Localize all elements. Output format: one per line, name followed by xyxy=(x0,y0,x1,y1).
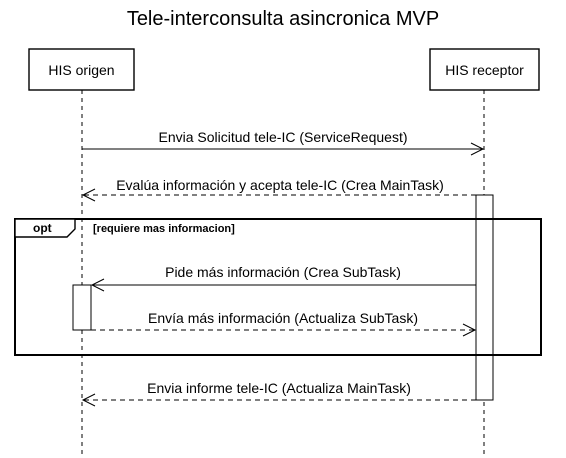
message-envia-mas-informacion: Envía más información (Actualiza SubTask… xyxy=(91,310,477,337)
arrow-head xyxy=(81,188,96,202)
participant-his-origen: HIS origen xyxy=(28,48,135,91)
arrow-head xyxy=(81,393,96,407)
message-evalua-informacion: Evalúa información y acepta tele-IC (Cre… xyxy=(81,177,476,202)
arrow-head xyxy=(470,142,485,156)
message-label: Envia informe tele-IC (Actualiza MainTas… xyxy=(147,380,411,396)
activation-bar-receptor xyxy=(475,194,494,401)
participant-label: HIS receptor xyxy=(445,62,524,78)
participant-his-receptor: HIS receptor xyxy=(429,48,540,91)
arrow-head xyxy=(462,323,477,337)
fragment-operator: opt xyxy=(33,221,52,235)
arrow-head xyxy=(90,278,105,292)
message-envia-solicitud: Envia Solicitud tele-IC (ServiceRequest) xyxy=(82,129,485,156)
participant-label: HIS origen xyxy=(48,62,114,78)
message-label: Envía más información (Actualiza SubTask… xyxy=(148,310,418,326)
message-label: Envia Solicitud tele-IC (ServiceRequest) xyxy=(159,129,408,145)
message-label: Pide más información (Crea SubTask) xyxy=(165,264,401,280)
activation-bar-origen xyxy=(72,284,92,331)
diagram-title: Tele-interconsulta asincronica MVP xyxy=(127,8,439,30)
message-envia-informe: Envia informe tele-IC (Actualiza MainTas… xyxy=(81,380,476,407)
message-pide-mas-informacion: Pide más información (Crea SubTask) xyxy=(90,264,476,292)
message-label: Evalúa información y acepta tele-IC (Cre… xyxy=(116,177,444,193)
fragment-tab xyxy=(14,218,76,238)
opt-fragment: opt [requiere mas informacion] xyxy=(14,218,542,356)
fragment-guard: [requiere mas informacion] xyxy=(93,223,235,235)
fragment-frame xyxy=(14,218,542,356)
